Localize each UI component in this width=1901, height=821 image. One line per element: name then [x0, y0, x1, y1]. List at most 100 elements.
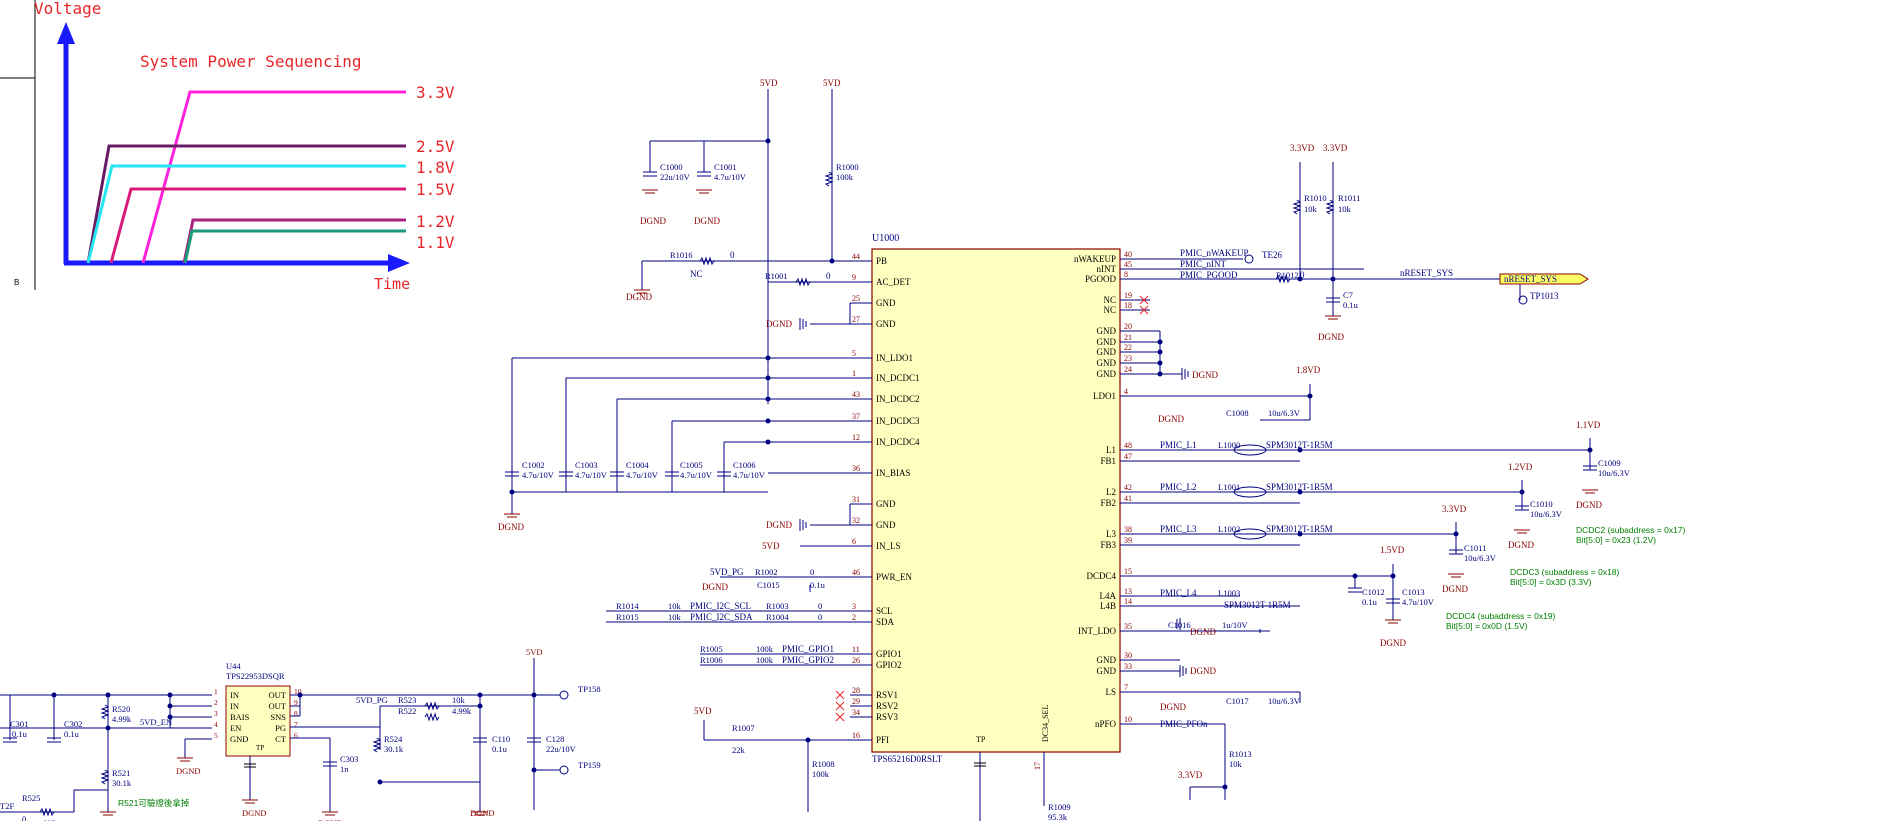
pmic-pin-17: 17 [1033, 762, 1042, 770]
pmic-rpin-num-24: 24 [1124, 365, 1132, 374]
label-5vd-a: 5VD [760, 78, 778, 88]
c1000-value: 22u/10V [660, 172, 691, 182]
u44-pin-num-4: 4 [214, 720, 218, 729]
u44-pin-num-2: 2 [214, 698, 218, 707]
pmic-pin-num-26: 26 [852, 656, 860, 665]
pmic-rpin-name-30: GND [1097, 655, 1117, 665]
pmic-pin-num-31: 31 [852, 495, 860, 504]
r1005-value: 100k [756, 644, 774, 654]
gnd-label-l: DGND [1508, 540, 1534, 550]
pmic-pin-name-3: SCL [876, 606, 893, 616]
pmic-pin-num-34: 34 [852, 708, 860, 717]
rail-1v8-line [86, 164, 406, 264]
c1013-ref: C1013 [1402, 587, 1425, 597]
pmic-rpin-num-35: 35 [1124, 622, 1132, 631]
pmic-rpin-num-33: 33 [1124, 662, 1132, 671]
r1008-ref: R1008 [812, 759, 835, 769]
r523-ref: R523 [398, 695, 416, 705]
pmic-pin-name-28: RSV1 [876, 690, 898, 700]
sheet-zone-label: B [14, 278, 19, 287]
pmic-rpin-name-19: NC [1103, 295, 1116, 305]
pmic-rpin-num-47: 47 [1124, 452, 1132, 461]
rail-label-1v1: 1.1V [416, 233, 455, 252]
pmic-rpin-name-7: LS [1105, 687, 1116, 697]
pmic-pin-num-16: 16 [852, 731, 860, 740]
r1016-ref: R1016 [670, 250, 693, 260]
c301-value: 0.1u [12, 729, 28, 739]
gnd-label-m: DGND [1442, 584, 1468, 594]
pmic-pin-name-46: PWR_EN [876, 572, 913, 582]
pmic-rpin-name-40: nWAKEUP [1074, 254, 1116, 264]
pmic-rpin-num-20: 20 [1124, 322, 1132, 331]
c1008-value: 10u/6.3V [1268, 408, 1301, 418]
gnd-label-b: DGND [694, 216, 720, 226]
nc-label-r1016: NC [690, 269, 703, 279]
c1010-ref: C1010 [1530, 499, 1553, 509]
pmic-rpin-name-41: FB2 [1100, 498, 1116, 508]
component-symbols [505, 171, 1597, 677]
net-i2c-scl: PMIC_I2C_SCL [690, 601, 751, 611]
gnd-label-k: DGND [1576, 500, 1602, 510]
voltage-axis-label: Voltage [34, 0, 101, 18]
pmic-net-labels: 5VD 5VD 3.3VD 3.3VD 1.8VD 1.1VD 1.2VD 3.… [498, 78, 1686, 780]
pmic-body [871, 248, 1121, 753]
c1017-value: 10u/6.3V [1268, 696, 1301, 706]
r1006-ref: R1006 [700, 655, 723, 665]
r1015-value: 10k [668, 612, 682, 622]
r1007-ref: R1007 [732, 723, 755, 733]
rail-1v2-line [182, 218, 406, 264]
u44-rpin-name-10: OUT [269, 690, 287, 700]
u44-part: TPS22953DSQR [226, 671, 285, 681]
r522-ref: R522 [398, 706, 416, 716]
r1016-value: 0 [730, 250, 735, 260]
pmic-rpin-name-4: LDO1 [1093, 391, 1116, 401]
r1009-value: 95.3k [1048, 812, 1068, 821]
net-5vd-pg-u44: 5VD_PG [356, 695, 388, 705]
gnd-label-h: DGND [1192, 370, 1218, 380]
gnd-label-p: DGND [1190, 627, 1216, 637]
u44-pin-num-3: 3 [214, 709, 218, 718]
pmic-rpin-name-21: GND [1097, 337, 1117, 347]
pmic-rpin-num-23: 23 [1124, 354, 1132, 363]
note-dcdc3-line2: Bit[5:0] = 0x3D (3.3V) [1510, 577, 1592, 587]
r1003-value: 0 [818, 601, 822, 611]
pmic-rpin-num-41: 41 [1124, 494, 1132, 503]
label-3v3-d: 3.3VD [1178, 770, 1203, 780]
pmic-rpin-name-39: FB3 [1100, 540, 1116, 550]
time-axis-arrow-icon [388, 254, 410, 272]
u44-rpin-name-7: PG [275, 723, 286, 733]
label-1v8: 1.8VD [1296, 365, 1321, 375]
pmic-rpin-name-38: L3 [1106, 529, 1116, 539]
rail-label-3v3: 3.3V [416, 83, 455, 102]
c128-value: 22u/10V [546, 744, 577, 754]
r1013-value: 10k [1229, 759, 1243, 769]
pmic-pin-name-34: RSV3 [876, 712, 899, 722]
pmic-rpin-num-8: 8 [1124, 270, 1128, 279]
label-5vd-c: 5VD [694, 706, 712, 716]
l1002-ref: L1002 [1218, 524, 1240, 534]
l1003-ref: L1003 [1218, 588, 1240, 598]
r1011-value: 10k [1338, 204, 1352, 214]
c1017-ref: C1017 [1226, 696, 1249, 706]
u44-grounds [100, 757, 488, 816]
pmic-pin-name-26: GPIO2 [876, 660, 902, 670]
c1000-ref: C1000 [660, 162, 683, 172]
label-3v3-c: 3.3VD [1442, 504, 1467, 514]
label-1v1: 1.1VD [1576, 420, 1601, 430]
nc-markers [835, 295, 1149, 722]
u44-pin-name-1: IN [230, 690, 239, 700]
tp1013-label: TP1013 [1530, 291, 1559, 301]
note-r521: R521可驗證後拿掉 [118, 798, 190, 808]
r1009-ref: R1009 [1048, 802, 1071, 812]
pmic-pin-name-37: IN_DCDC3 [876, 416, 920, 426]
pmic-rpin-num-48: 48 [1124, 441, 1132, 450]
t2f-label: T2F [0, 801, 14, 811]
r521-ref: R521 [112, 768, 130, 778]
c1001-ref: C1001 [714, 162, 737, 172]
c1012-ref: C1012 [1362, 587, 1385, 597]
pmic-pin-num-9: 9 [852, 273, 856, 282]
pmic-pin-num-11: 11 [852, 645, 860, 654]
pmic-pin-name-31: GND [876, 499, 896, 509]
